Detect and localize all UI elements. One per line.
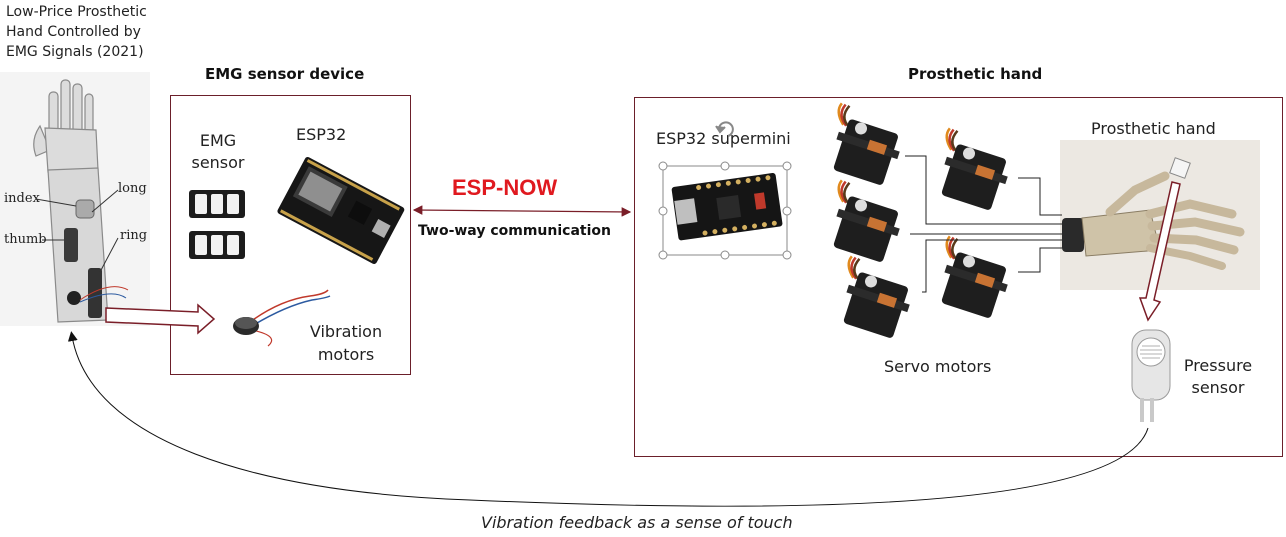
vibration-motors-label-line-1: Vibration	[309, 322, 383, 341]
emg-device-title: EMG sensor device	[205, 65, 365, 83]
arm-label-index: index	[4, 191, 40, 206]
source-caption-line-3: EMG Signals (2021)	[6, 44, 144, 60]
two-way-communication-label: Two-way communication	[418, 223, 611, 239]
feedback-caption: Vibration feedback as a sense of touch	[481, 513, 793, 532]
arm-label-long: long	[118, 181, 147, 196]
pressure-sensor-label-line-2: sensor	[1191, 378, 1245, 397]
esp-now-label: ESP-NOW	[452, 175, 558, 200]
prosthetic-hand-title: Prosthetic hand	[908, 65, 1043, 83]
emg-sensor-label-line-1: EMG	[199, 131, 237, 150]
esp32-label: ESP32	[296, 125, 347, 144]
vibration-motors-label: Vibration motors	[298, 320, 394, 366]
emg-sensor-label: EMG sensor	[186, 130, 250, 174]
pressure-sensor-label: Pressure sensor	[1178, 355, 1258, 399]
arm-label-ring: ring	[120, 228, 148, 243]
source-caption-line-2: Hand Controlled by	[6, 24, 141, 40]
two-way-arrow	[412, 205, 632, 217]
esp32-supermini-label: ESP32 supermini	[656, 129, 791, 148]
pressure-sensor-label-line-1: Pressure	[1183, 356, 1253, 375]
vibration-motors-label-line-2: motors	[317, 345, 375, 364]
emg-sensor-label-line-2: sensor	[191, 153, 245, 172]
arm-label-thumb: thumb	[4, 232, 47, 247]
servo-motors-label: Servo motors	[884, 357, 992, 376]
source-caption: Low-Price Prosthetic Hand Controlled by …	[6, 2, 147, 62]
prosthetic-hand-photo	[1060, 140, 1260, 290]
prosthetic-hand-label: Prosthetic hand	[1091, 119, 1216, 138]
source-caption-line-1: Low-Price Prosthetic	[6, 4, 147, 20]
